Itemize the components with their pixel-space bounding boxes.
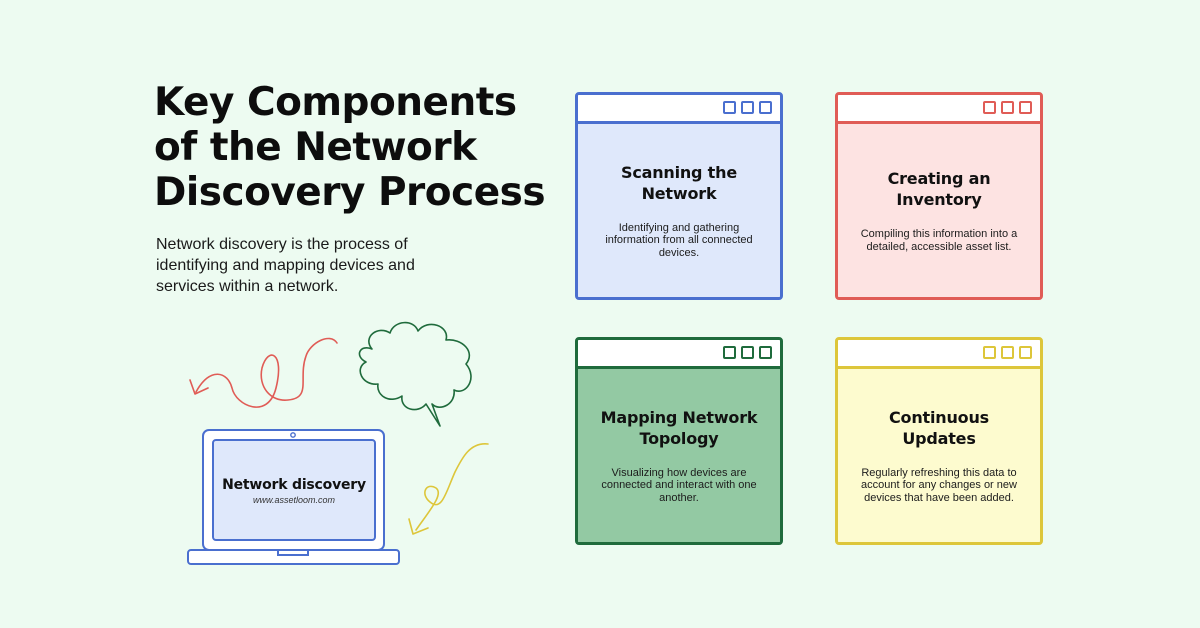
window-control-icon xyxy=(983,101,996,114)
card-body: Mapping Network Topology Visualizing how… xyxy=(578,369,780,542)
green-cloud-icon xyxy=(358,321,472,427)
window-control-icon xyxy=(723,101,736,114)
window-titlebar xyxy=(838,95,1040,124)
title-line: of the Network xyxy=(154,125,477,170)
window-controls xyxy=(723,101,772,114)
window-control-icon xyxy=(741,346,754,359)
card-description: Visualizing how devices are connected an… xyxy=(601,466,757,504)
window-controls xyxy=(723,346,772,359)
card-title: Mapping Network Topology xyxy=(600,407,758,448)
window-controls xyxy=(983,346,1032,359)
card-description: Compiling this information into a detail… xyxy=(860,228,1018,253)
card-continuous-updates: Continuous Updates Regularly refreshing … xyxy=(835,337,1043,545)
window-control-icon xyxy=(983,346,996,359)
title-line: Discovery Process xyxy=(154,170,546,215)
laptop-icon xyxy=(187,429,400,565)
yellow-squiggle-arrow xyxy=(415,443,489,531)
card-title: Scanning the Network xyxy=(621,162,737,203)
window-control-icon xyxy=(1001,346,1014,359)
window-control-icon xyxy=(759,101,772,114)
card-scanning-network: Scanning the Network Identifying and gat… xyxy=(575,92,783,300)
card-body: Continuous Updates Regularly refreshing … xyxy=(838,369,1040,542)
window-control-icon xyxy=(741,101,754,114)
card-description: Identifying and gathering information fr… xyxy=(605,221,753,259)
card-description: Regularly refreshing this data to accoun… xyxy=(861,466,1017,504)
card-title: Creating an Inventory xyxy=(887,169,991,209)
card-creating-inventory: Creating an Inventory Compiling this inf… xyxy=(835,92,1043,300)
title-line: Key Components xyxy=(154,80,517,125)
laptop-url: www.assetloom.com xyxy=(252,495,336,505)
intro-text: Network discovery is the process of iden… xyxy=(156,236,415,295)
card-title: Continuous Updates xyxy=(889,407,989,448)
card-body: Creating an Inventory Compiling this inf… xyxy=(838,124,1040,297)
window-titlebar xyxy=(578,95,780,124)
card-body: Scanning the Network Identifying and gat… xyxy=(578,124,780,297)
page-title: Key Components of the Network Discovery … xyxy=(154,80,546,215)
laptop-title: Network discovery xyxy=(222,477,366,493)
window-controls xyxy=(983,101,1032,114)
window-control-icon xyxy=(759,346,772,359)
window-control-icon xyxy=(1019,346,1032,359)
red-squiggle-arrow xyxy=(195,337,338,408)
yellow-arrowhead xyxy=(408,518,429,535)
red-arrowhead xyxy=(189,379,209,395)
window-control-icon xyxy=(1001,101,1014,114)
window-control-icon xyxy=(1019,101,1032,114)
card-mapping-topology: Mapping Network Topology Visualizing how… xyxy=(575,337,783,545)
window-titlebar xyxy=(838,340,1040,369)
window-control-icon xyxy=(723,346,736,359)
laptop-screen-label: Network discovery www.assetloom.com xyxy=(213,477,375,505)
window-titlebar xyxy=(578,340,780,369)
